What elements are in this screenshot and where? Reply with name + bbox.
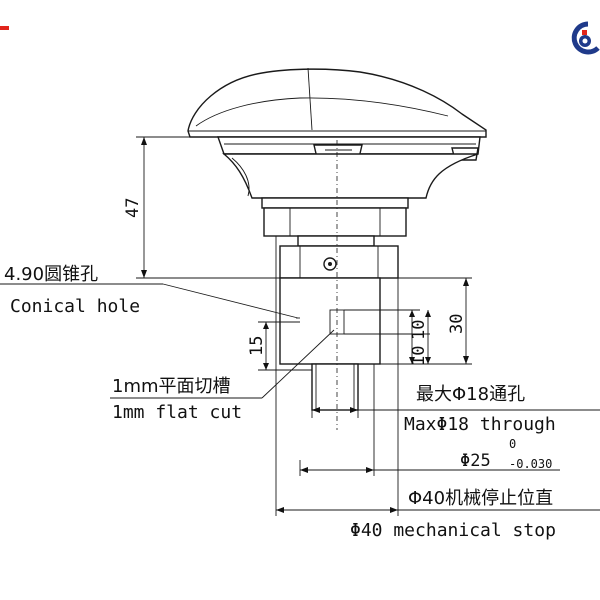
knob-collar: [261, 197, 409, 237]
shaft: [279, 277, 381, 411]
corner-red-mark: [0, 26, 9, 30]
conical-hole-cn: 4.90圆锥孔: [4, 264, 98, 285]
dim-47: [136, 136, 280, 279]
hex-nut: [279, 235, 399, 279]
dim-right-stack: [344, 277, 472, 365]
gear-logo-icon: [571, 21, 600, 55]
dim-10-lower-label: 10: [409, 346, 429, 366]
dim-15: [258, 321, 312, 371]
dim-through-hole: [311, 407, 600, 418]
mechanical-stop-cn: Φ40机械停止位直: [408, 488, 553, 509]
dim-phi25: [299, 364, 560, 476]
through-hole-cn: 最大Φ18通孔: [416, 384, 525, 405]
flat-cut-cn: 1mm平面切槽: [112, 376, 231, 397]
knob-neck: [222, 153, 479, 199]
knob-dome: [187, 67, 487, 138]
conical-hole-en: Conical hole: [10, 296, 140, 317]
through-hole-en: MaxΦ18 through: [404, 414, 556, 435]
flat-cut-en: 1mm flat cut: [112, 402, 242, 423]
dim-47-label: 47: [123, 198, 143, 218]
dim-phi25-upper-tol: 0: [509, 437, 516, 451]
dim-phi25-lower-tol: -0.030: [509, 457, 552, 471]
dim-30-label: 30: [447, 314, 467, 334]
dim-phi40: [275, 236, 600, 516]
dim-phi25-label: Φ25: [460, 451, 491, 471]
leader-flat-cut: [110, 329, 335, 399]
leader-conical-hole: [0, 283, 299, 319]
mechanical-stop-en: Φ40 mechanical stop: [350, 520, 556, 541]
dim-15-label: 15: [247, 336, 267, 356]
dim-10-upper-label: 10: [409, 320, 429, 340]
